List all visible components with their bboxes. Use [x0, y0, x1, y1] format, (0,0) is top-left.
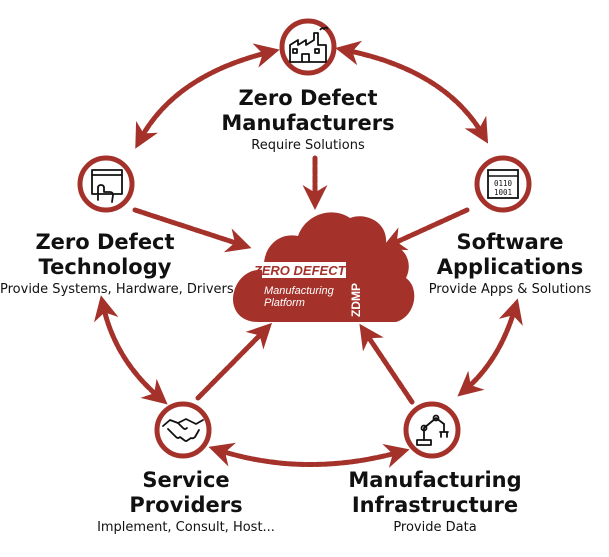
node-infrastructure-circle	[403, 401, 461, 459]
services-subtitle: Implement, Consult, Host...	[97, 520, 275, 535]
technology-title: Zero Defect Technology	[35, 230, 175, 279]
svg-text:0110: 0110	[494, 179, 513, 188]
node-technology-circle	[77, 155, 135, 213]
arrow-technology-to-platform	[132, 207, 252, 253]
platform-cloud: ZERO DEFECTS Manufacturing Platform ZDMP	[233, 212, 415, 322]
infrastructure-title: Manufacturing Infrastructure	[348, 468, 522, 517]
technology-subtitle: Provide Systems, Hardware, Drivers	[0, 282, 234, 297]
robot-arm-icon	[416, 414, 449, 446]
connector-technology-services	[93, 295, 168, 405]
connector-services-infrastructure	[208, 442, 410, 469]
platform-line2: Platform	[264, 297, 305, 309]
svg-text:1001: 1001	[494, 188, 512, 197]
platform-vertical-label: ZDMP	[349, 283, 363, 317]
connector-manufacturers-software	[335, 40, 489, 144]
connector-manufacturers-technology	[135, 43, 280, 149]
platform-line1: Manufacturing	[264, 285, 335, 297]
arrow-infrastructure-to-platform	[359, 323, 415, 405]
node-manufacturers-circle	[279, 18, 337, 76]
arrow-services-to-platform	[195, 322, 273, 401]
node-software-circle: 0110 1001	[474, 155, 532, 213]
manufacturers-subtitle: Require Solutions	[251, 138, 365, 153]
binary-code-icon: 0110 1001	[487, 169, 519, 199]
handshake-icon	[162, 418, 204, 442]
factory-icon	[289, 26, 329, 63]
manufacturers-title: Zero Defect Manufacturers	[221, 86, 395, 135]
software-title: Software Applications	[436, 230, 584, 279]
arrow-software-to-platform	[380, 207, 470, 251]
software-subtitle: Provide Apps & Solutions	[428, 282, 592, 297]
node-services-circle	[154, 401, 212, 459]
infrastructure-subtitle: Provide Data	[393, 520, 477, 535]
connector-software-infrastructure	[457, 298, 523, 397]
platform-brand: ZERO DEFECTS	[253, 263, 355, 278]
touch-screen-icon	[91, 169, 123, 203]
services-title: Service Providers	[129, 468, 243, 517]
